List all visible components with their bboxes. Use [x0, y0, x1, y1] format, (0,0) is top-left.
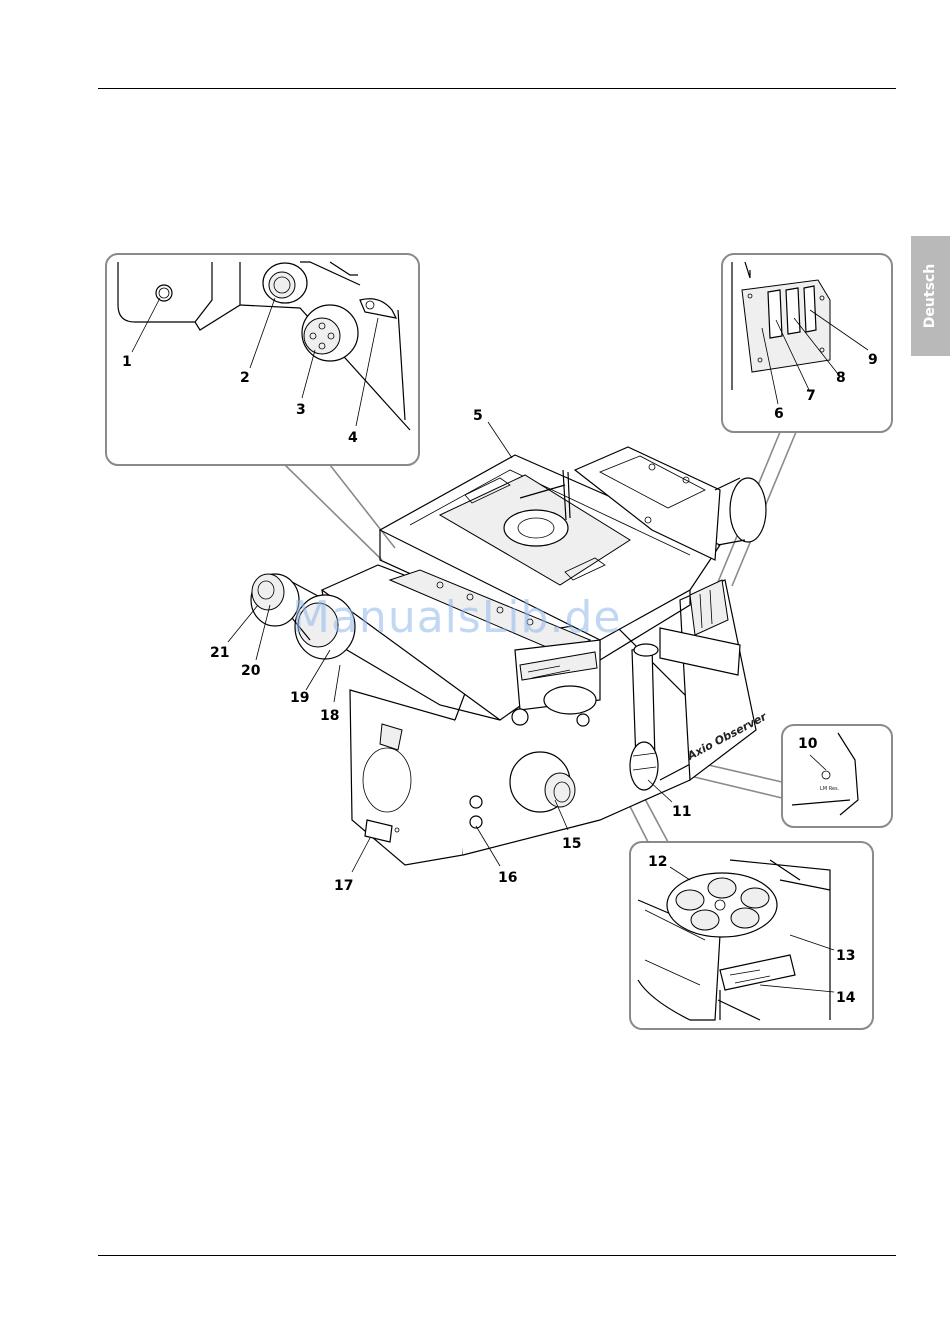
callout-21: 21 — [210, 645, 229, 661]
callout-12: 12 — [648, 854, 667, 870]
callout-8: 8 — [836, 370, 846, 386]
callout-2: 2 — [240, 370, 250, 386]
callout-20: 20 — [241, 663, 261, 679]
callout-18: 18 — [320, 708, 339, 724]
callout-15: 15 — [562, 836, 581, 852]
callout-11: 11 — [672, 804, 691, 820]
microscope-body: Axio Observer — [251, 447, 769, 865]
callout-4: 4 — [348, 430, 358, 446]
callout-1: 1 — [122, 354, 132, 370]
detail-box-controls — [106, 254, 419, 465]
watermark: ManualsLib.de — [292, 592, 621, 643]
callout-17: 17 — [334, 878, 353, 894]
callout-9: 9 — [868, 352, 878, 368]
callout-19: 19 — [290, 690, 309, 706]
callout-14: 14 — [836, 990, 856, 1006]
detail-box-filter-slots — [722, 254, 892, 432]
callout-3: 3 — [296, 402, 306, 418]
connector-topleft — [285, 465, 395, 560]
callout-13: 13 — [836, 948, 855, 964]
callout-10: 10 — [798, 736, 818, 752]
callout-16: 16 — [498, 870, 517, 886]
callout-6: 6 — [774, 406, 784, 422]
reset-button-caption: LM Res. — [820, 786, 840, 792]
callout-5: 5 — [473, 408, 483, 424]
callout-7: 7 — [806, 388, 816, 404]
